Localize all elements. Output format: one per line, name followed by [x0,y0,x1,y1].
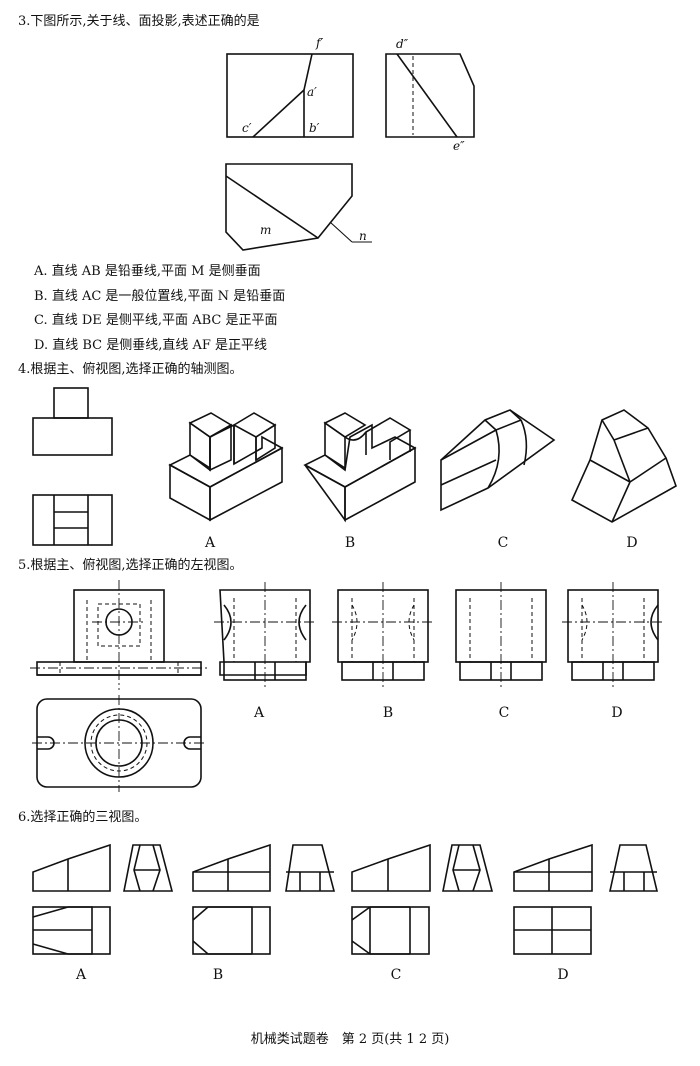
q4-iso-a [168,412,284,522]
q3-label-f: f′ [315,36,323,50]
q5-option-c-view [455,582,547,688]
q6-choice-a: A [75,967,87,983]
q5-option-b-view [332,582,434,688]
q4-choice-c: C [497,535,509,551]
q5-top-view [32,695,206,792]
q6-option-a-views [32,843,174,955]
q5-front-view [30,580,208,690]
q3-label-b: b′ [309,121,320,135]
q5-choice-d: D [611,705,623,721]
q3-label-c: c′ [242,121,252,135]
q5-choice-b: B [382,705,394,721]
q4-drawings [32,387,677,546]
q6-choice-b: B [212,967,224,983]
q5-option-d-view [562,582,664,688]
q4-iso-c [440,409,556,512]
q3-projection-drawing: f′ a′ c′ b′ d″ e″ m n [225,36,475,251]
q6-choice-c: C [390,967,402,983]
q6-stem: 6.选择正确的三视图。 [18,810,148,825]
q3-option-c: C. 直线 DE 是侧平线,平面 ABC 是正平面 [34,313,278,328]
q6-drawings [32,843,659,955]
q3-side-line-de [396,53,458,138]
q3-top-divider [225,175,319,239]
q4-top-outline [32,494,113,546]
q3-option-b: B. 直线 AC 是一般位置线,平面 N 是铅垂面 [34,289,286,304]
q5-choice-a: A [253,705,265,721]
q3-front-line-ca [252,89,305,138]
q5-option-a-view [214,582,316,688]
q3-label-n: n [359,229,367,243]
q3-front-view [226,53,354,138]
q3-option-d: D. 直线 BC 是侧垂线,直线 AF 是正平线 [34,338,268,353]
q3-label-e: e″ [453,139,465,153]
q6-choice-d: D [557,967,569,983]
q5-drawings [30,580,664,792]
q3-option-a: A. 直线 AB 是铅垂线,平面 M 是侧垂面 [34,264,261,279]
q3-side-view [385,53,475,138]
q4-stem: 4.根据主、俯视图,选择正确的轴测图。 [18,362,243,377]
q6-option-d-views [513,843,659,955]
q3-label-d: d″ [396,37,409,51]
q3-label-a: a′ [307,85,317,99]
q3-stem: 3.下图所示,关于线、面投影,表述正确的是 [18,14,260,29]
q4-choice-a: A [204,535,216,551]
q6-option-c-views [351,843,494,955]
q3-label-m: m [260,223,271,237]
q4-choice-d: D [626,535,638,551]
q5-choice-c: C [498,705,510,721]
q6-option-b-views [192,843,336,955]
q4-iso-d [570,409,677,523]
q5-stem: 5.根据主、俯视图,选择正确的左视图。 [18,558,243,573]
q4-front-base [32,417,113,456]
q3-leader-n [329,221,353,243]
q4-iso-b [303,412,417,523]
page-footer: 机械类试题卷 第 2 页(共 1 2 页) [250,1032,450,1047]
q4-choice-b: B [344,535,356,551]
